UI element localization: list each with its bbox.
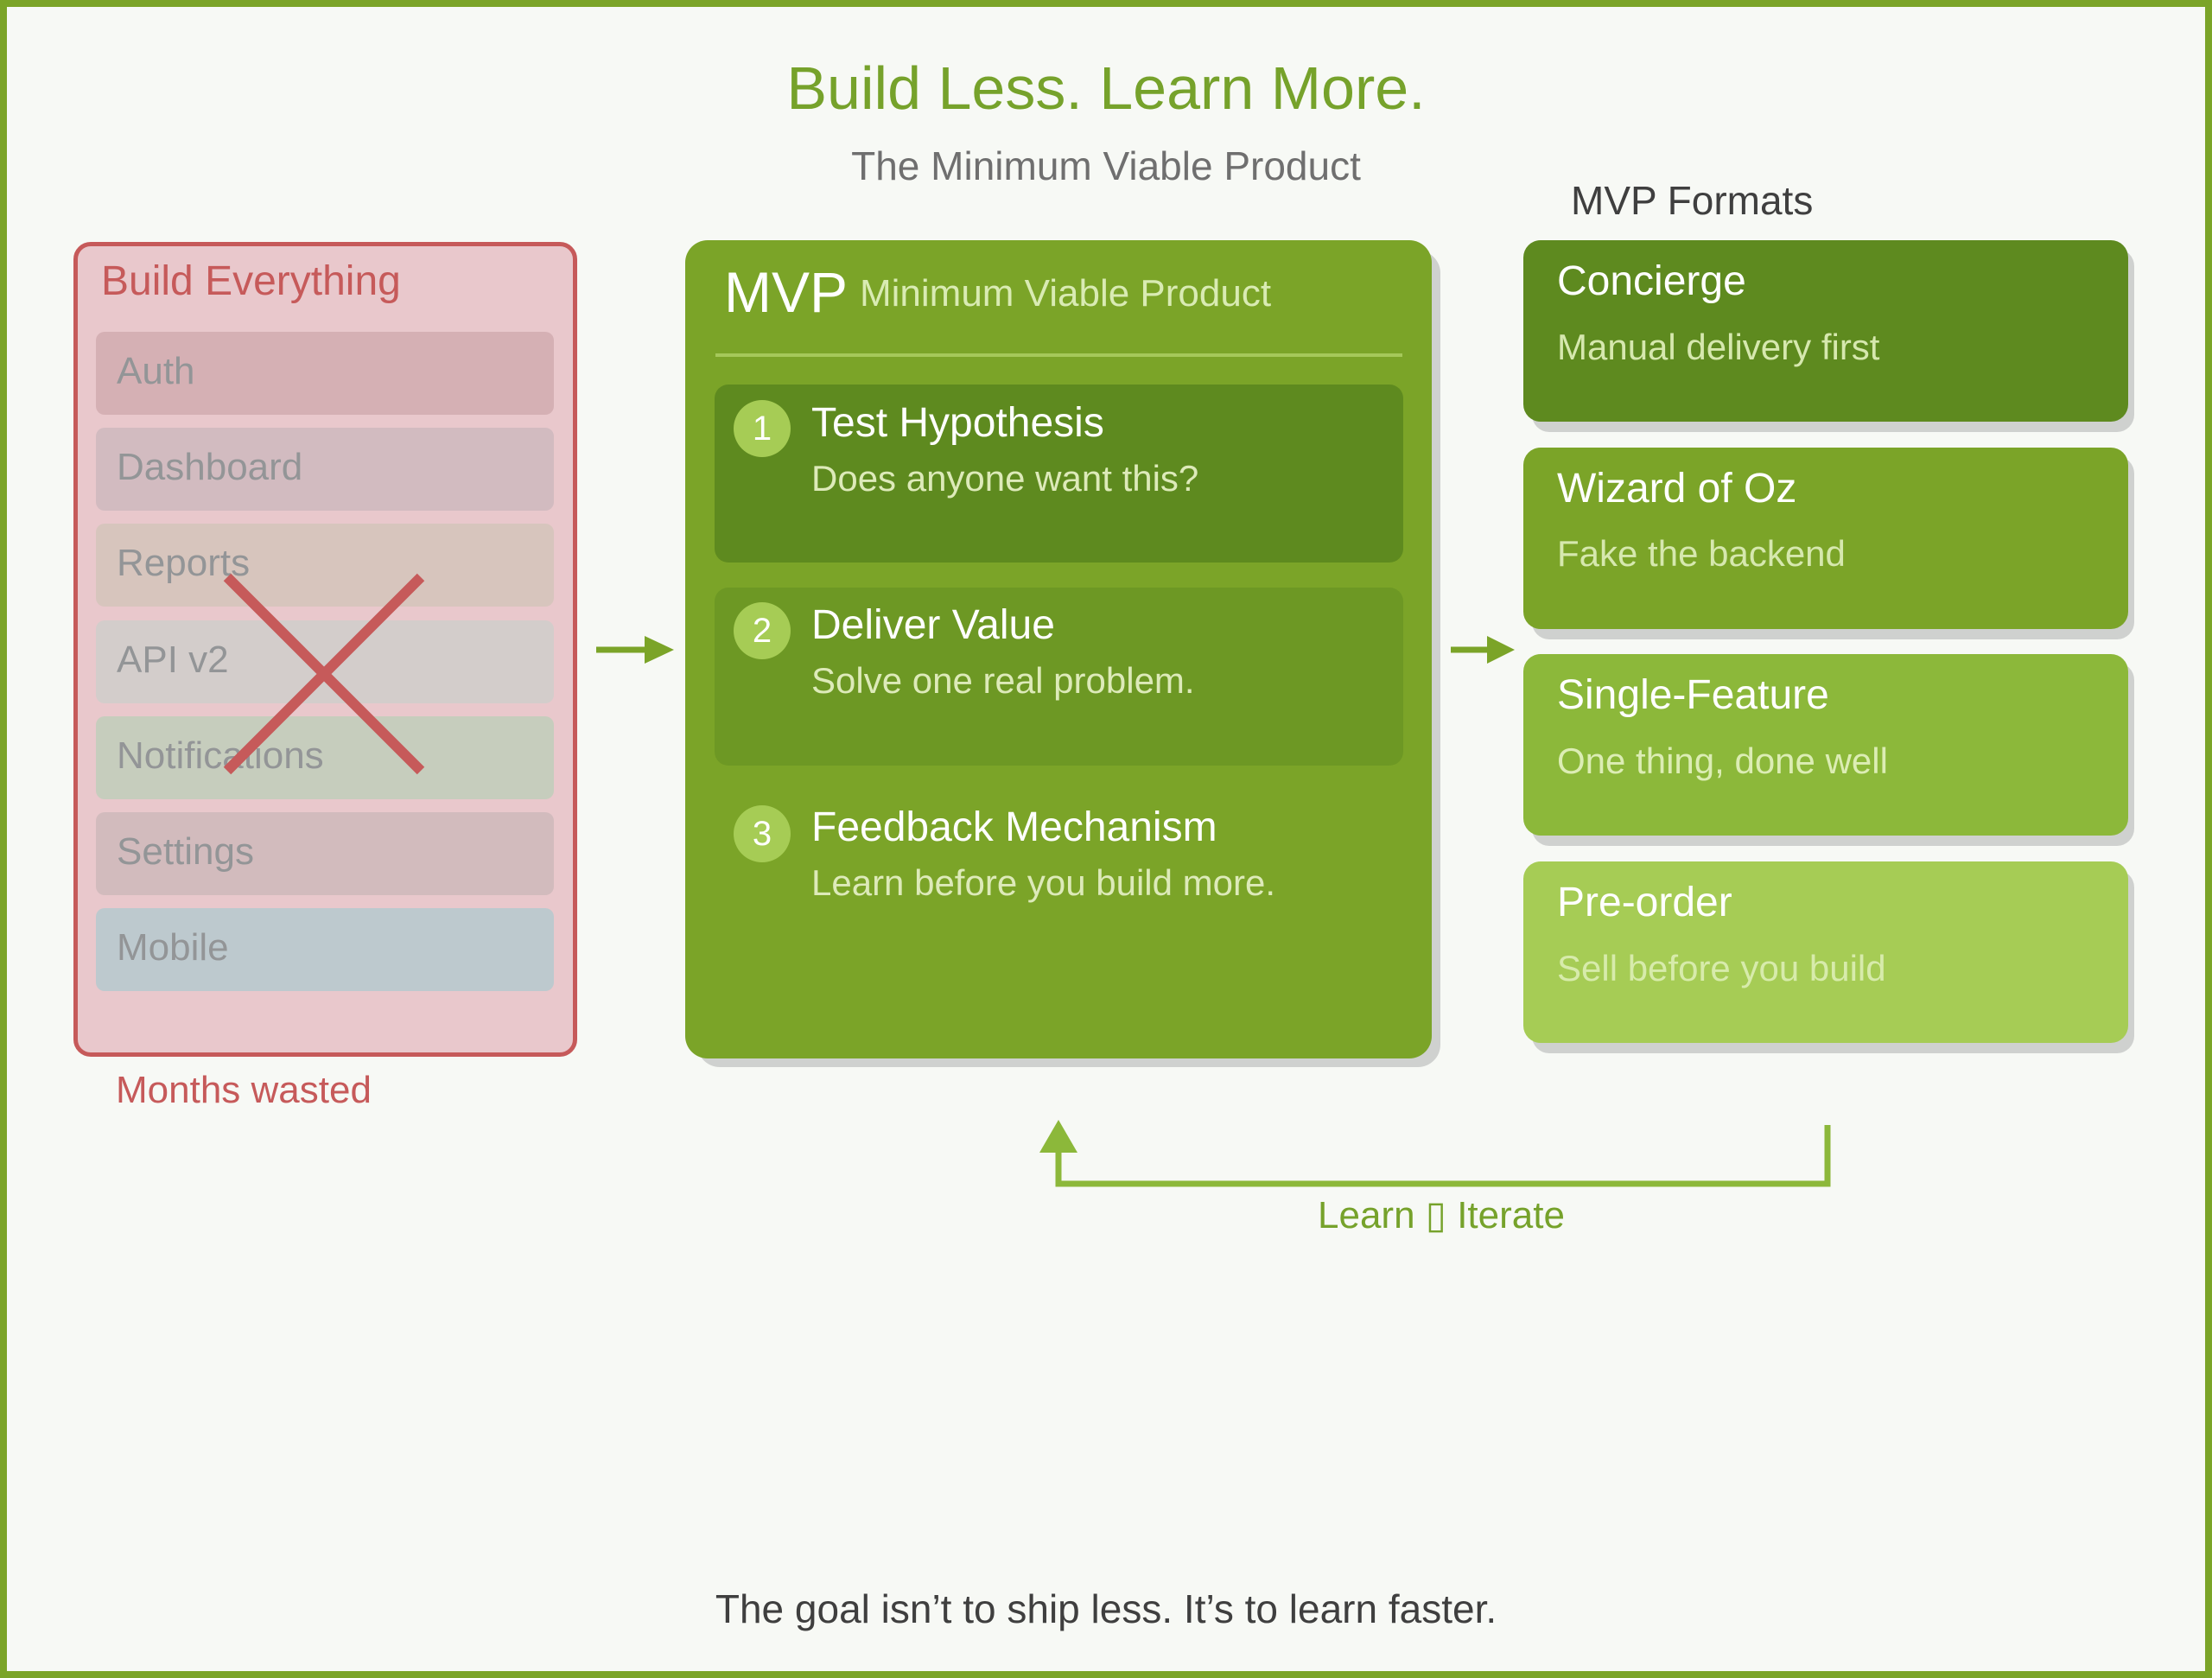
feature-item-mobile: Mobile: [96, 908, 554, 991]
mvp-title: MVP: [724, 260, 849, 324]
step-title: Deliver Value: [811, 602, 1055, 648]
arrow-right-icon: [596, 636, 674, 664]
page-subtitle: The Minimum Viable Product: [851, 143, 1361, 188]
step-number-badge: 2: [734, 602, 791, 659]
mvp-step-box-2: [715, 588, 1403, 766]
formats-heading: MVP Formats: [1571, 178, 1814, 223]
format-description: Manual delivery first: [1557, 327, 1880, 367]
format-card-wizard-of-oz: [1523, 448, 2128, 629]
format-description: Fake the backend: [1557, 533, 1846, 574]
step-description: Solve one real problem.: [811, 660, 1195, 701]
format-title: Single-Feature: [1557, 672, 1829, 718]
step-number-badge: 1: [734, 400, 791, 457]
cross-out-icon: [223, 573, 425, 775]
step-title: Feedback Mechanism: [811, 804, 1217, 850]
arrow-right-icon: [1451, 636, 1515, 664]
page-title: Build Less. Learn More.: [786, 54, 1426, 122]
format-description: One thing, done well: [1557, 740, 1888, 781]
feature-item-auth: Auth: [96, 332, 554, 415]
footer-caption: The goal isn’t to ship less. It’s to lea…: [715, 1586, 1497, 1631]
feedback-loop-arrow: [1039, 1120, 1831, 1187]
mvp-divider: [715, 353, 1402, 357]
step-description: Does anyone want this?: [811, 458, 1199, 499]
mvp-step-box-1: [715, 385, 1403, 563]
format-title: Pre-order: [1557, 880, 1732, 925]
step-number-badge: 3: [734, 805, 791, 862]
format-description: Sell before you build: [1557, 948, 1886, 988]
format-title: Concierge: [1557, 258, 1746, 304]
feature-item-api-v2: API v2: [96, 620, 554, 703]
build-everything-title: Build Everything: [101, 258, 401, 304]
months-wasted-caption: Months wasted: [116, 1069, 372, 1111]
mvp-subtitle: Minimum Viable Product: [860, 272, 1272, 315]
feature-item-settings: Settings: [96, 812, 554, 895]
learn-iterate-label: Learn ▯ Iterate: [1318, 1194, 1565, 1236]
feature-item-reports: Reports: [96, 524, 554, 607]
step-title: Test Hypothesis: [811, 400, 1104, 446]
format-card-pre-order: [1523, 861, 2128, 1043]
step-description: Learn before you build more.: [811, 862, 1275, 903]
format-card-single-feature: [1523, 654, 2128, 836]
format-card-concierge: [1523, 240, 2128, 422]
feature-item-dashboard: Dashboard: [96, 428, 554, 511]
feature-item-notifications: Notifications: [96, 716, 554, 799]
format-title: Wizard of Oz: [1557, 466, 1797, 512]
